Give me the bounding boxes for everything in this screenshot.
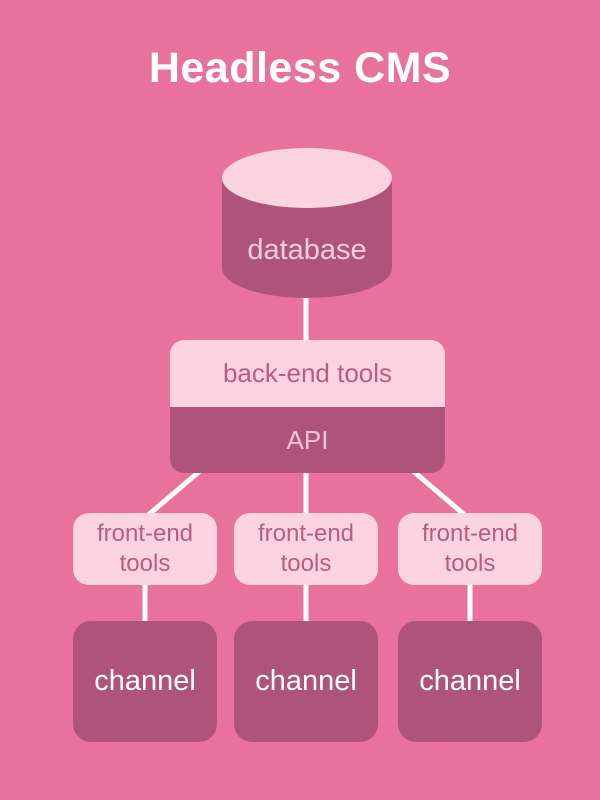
api-node: API — [170, 407, 445, 473]
channel-label: channel — [255, 665, 357, 697]
frontend-tools-label: front-end tools — [96, 520, 194, 577]
database-cylinder-top — [222, 148, 392, 208]
channel-node-right: channel — [398, 621, 542, 742]
edge-api-frontend-left — [144, 468, 203, 519]
frontend-tools-label: front-end tools — [421, 520, 519, 577]
frontend-tools-label: front-end tools — [257, 520, 355, 577]
frontend-tools-node-right: front-end tools — [398, 513, 542, 585]
channel-label: channel — [419, 665, 521, 697]
database-node: database — [222, 148, 392, 298]
frontend-tools-node-middle: front-end tools — [234, 513, 378, 585]
edge-api-frontend-right — [410, 468, 469, 519]
channel-label: channel — [94, 665, 196, 697]
diagram-title: Headless CMS — [148, 44, 452, 92]
frontend-tools-node-left: front-end tools — [73, 513, 217, 585]
backend-tools-node: back-end tools — [170, 340, 445, 407]
api-label: API — [286, 424, 329, 455]
backend-api-block: back-end tools API — [170, 340, 445, 473]
channel-node-middle: channel — [234, 621, 378, 742]
channel-node-left: channel — [73, 621, 217, 742]
backend-tools-label: back-end tools — [222, 358, 393, 388]
database-label: database — [247, 234, 367, 266]
